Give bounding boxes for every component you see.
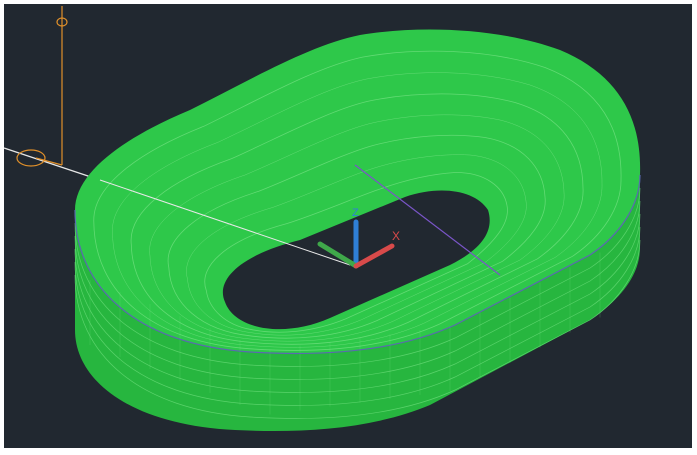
ucs-y-axis <box>317 241 359 269</box>
gizmo-base-line <box>35 157 63 166</box>
seating-tiers <box>93 50 622 351</box>
tier-ring <box>93 50 622 351</box>
ucs-x-label: X <box>392 229 400 243</box>
tier-ring <box>186 154 527 336</box>
gizmo-top-marker[interactable] <box>56 17 68 27</box>
top-seating-surface <box>75 29 641 354</box>
tier-ring <box>167 134 546 339</box>
section-line <box>354 164 501 276</box>
tier-ring <box>130 93 584 345</box>
side-band <box>74 200 641 380</box>
side-band <box>74 239 641 419</box>
ucs-z-label: Z <box>352 207 359 219</box>
top-outer-edge <box>74 174 641 355</box>
ucs-icon[interactable]: Z X Y <box>306 207 400 269</box>
side-band <box>74 213 641 393</box>
tier-ring <box>149 114 565 342</box>
side-wall-bands <box>74 187 641 419</box>
orange-gizmo[interactable] <box>16 6 68 167</box>
side-band <box>74 187 641 367</box>
ucs-x-axis <box>353 243 395 269</box>
tier-ring <box>204 172 508 333</box>
gizmo-grip-marker[interactable] <box>16 149 46 167</box>
tier-ring <box>112 72 603 348</box>
guide-line-continuation <box>99 179 351 266</box>
side-band <box>74 226 641 406</box>
